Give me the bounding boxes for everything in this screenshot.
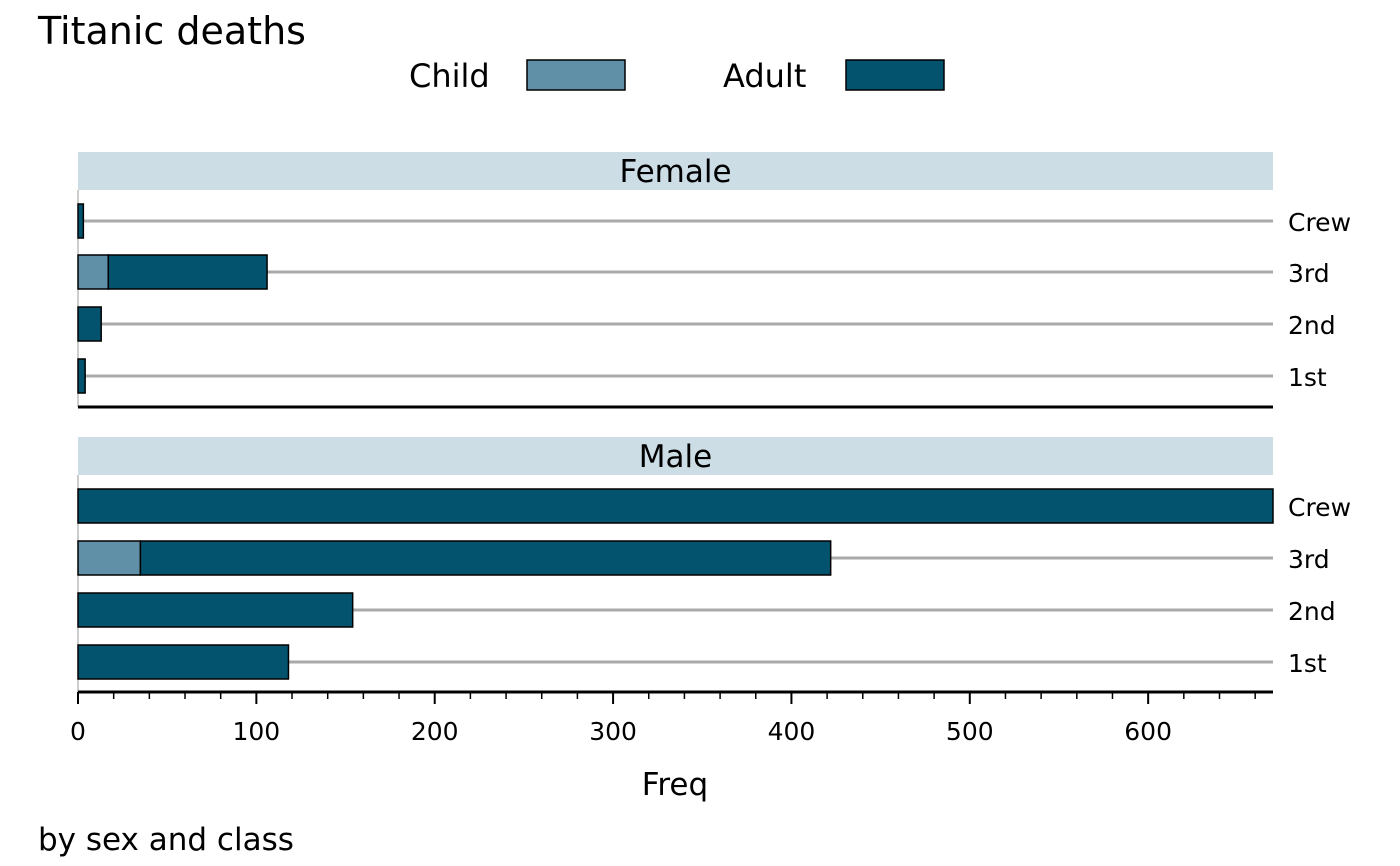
category-label: 3rd (1288, 545, 1330, 574)
panel-strip (78, 437, 1273, 475)
x-tick-label: 300 (589, 717, 637, 746)
legend: Child Adult (409, 57, 945, 95)
legend-swatch-adult (845, 59, 945, 91)
category-label: Crew (1288, 208, 1351, 237)
panel-strip-label: Male (639, 439, 712, 475)
bar-female-1st-adult (77, 358, 86, 394)
legend-swatch-child (526, 59, 626, 91)
chart-caption: by sex and class (38, 822, 294, 858)
x-tick-label: 500 (946, 717, 994, 746)
x-tick-label: 200 (411, 717, 459, 746)
bar-female-2nd-adult (77, 306, 102, 342)
bar-male-crew-adult (77, 488, 1274, 524)
x-tick-label: 400 (768, 717, 816, 746)
category-label: 2nd (1288, 311, 1336, 340)
chart-title: Titanic deaths (37, 9, 306, 53)
x-tick-label: 0 (70, 717, 86, 746)
x-axis-label: Freq (642, 767, 708, 803)
x-tick-label: 100 (232, 717, 280, 746)
bar-female-crew-adult (77, 203, 85, 239)
category-label: 2nd (1288, 597, 1336, 626)
x-tick-label: 600 (1124, 717, 1172, 746)
category-label: 1st (1288, 649, 1327, 678)
category-label: 3rd (1288, 259, 1330, 288)
bar-male-1st-adult (77, 644, 290, 680)
bar-male-3rd-child (77, 540, 142, 576)
category-label: 1st (1288, 363, 1327, 392)
legend-label-child: Child (409, 57, 490, 95)
legend-label-adult: Adult (723, 57, 806, 95)
bar-female-3rd-adult (107, 254, 268, 290)
bar-male-2nd-adult (77, 592, 354, 628)
category-label: Crew (1288, 493, 1351, 522)
x-axis: 0 100 200 300 400 500 600 (70, 692, 1256, 746)
panel-strip (78, 152, 1273, 190)
bar-female-3rd-child (77, 254, 110, 290)
panel-strip-label: Female (619, 154, 731, 190)
bar-male-3rd-adult (139, 540, 832, 576)
